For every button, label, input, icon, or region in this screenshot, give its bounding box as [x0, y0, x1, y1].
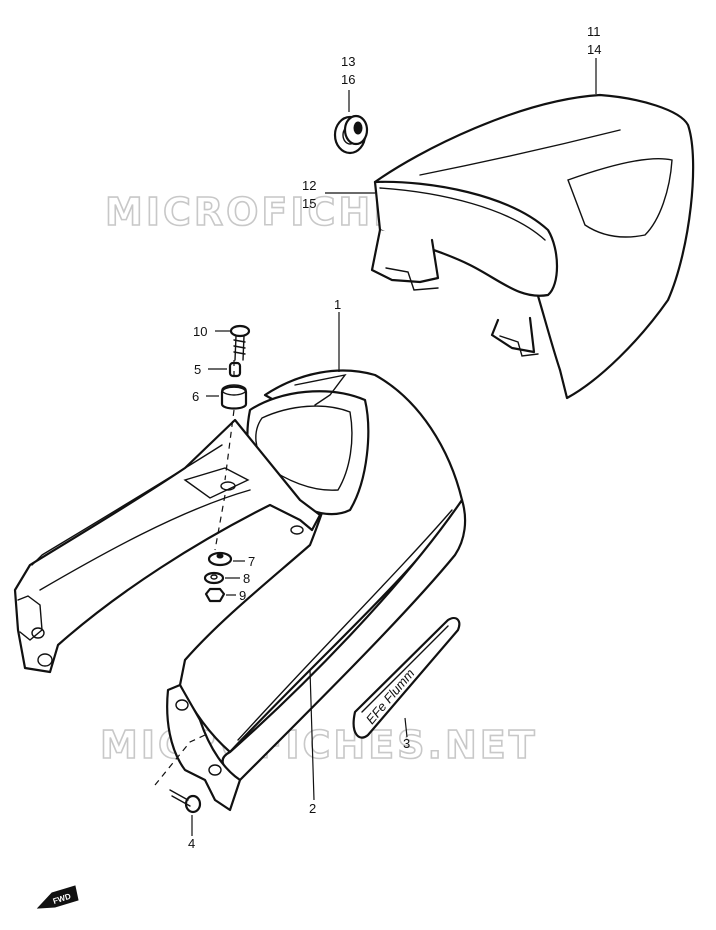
callout-4: 4 — [188, 836, 195, 851]
washer-7 — [207, 551, 233, 567]
callout-1: 1 — [334, 297, 341, 312]
callout-15: 15 — [302, 196, 316, 211]
callout-6: 6 — [192, 389, 199, 404]
callout-5: 5 — [194, 362, 201, 377]
callout-12: 12 — [302, 178, 316, 193]
nut-9 — [204, 587, 226, 603]
callout-10: 10 — [193, 324, 207, 339]
washer-8 — [203, 571, 225, 585]
callout-11: 11 — [587, 24, 601, 39]
callout-3: 3 — [403, 736, 410, 751]
callout-8: 8 — [243, 571, 250, 586]
callout-13: 13 — [341, 54, 355, 69]
watermark-bottom: MICROFICHES.NET — [100, 723, 538, 767]
callout-16: 16 — [341, 72, 355, 87]
seat-cowl — [370, 93, 695, 400]
fwd-arrow-icon: FWD — [36, 885, 79, 909]
callout-7: 7 — [248, 554, 255, 569]
cushion-6 — [220, 384, 248, 410]
callout-9: 9 — [239, 588, 246, 603]
callout-14: 14 — [587, 42, 601, 57]
grommet — [333, 114, 369, 155]
screw-4 — [169, 789, 202, 814]
tail-cover — [13, 369, 467, 812]
screw-10 — [229, 324, 251, 361]
callout-2: 2 — [309, 801, 316, 816]
collar-5 — [228, 361, 242, 378]
